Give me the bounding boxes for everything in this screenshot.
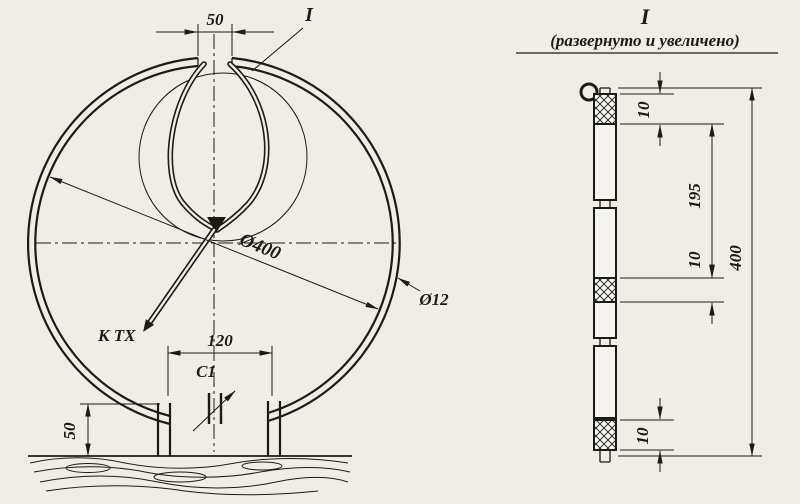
dim-overall-400: 400 — [726, 87, 755, 457]
loop-diameter-label: Ø400 — [236, 229, 284, 265]
tube-diameter-label: Ø12 — [418, 290, 449, 309]
centerlines — [36, 34, 398, 452]
tube-segment — [593, 301, 617, 339]
hook-eyelet — [579, 82, 599, 102]
detail-callout-label: I — [304, 4, 314, 26]
ground-texture — [28, 455, 352, 496]
hatched-sleeve-top — [593, 93, 617, 125]
capacitor-symbol — [192, 390, 236, 432]
tube-diameter-callout: Ø12 — [397, 277, 449, 309]
detail-region-circle — [138, 72, 308, 242]
dim-top-10-label: 10 — [634, 101, 653, 119]
dim-middle-10-label: 10 — [685, 251, 704, 269]
stand-height-dimension: 50 — [60, 403, 160, 457]
detail-title: I (развернуто и увеличено) — [516, 4, 778, 54]
dim-top-10: 10 — [634, 72, 663, 146]
capacitor-label: C1 — [196, 362, 216, 381]
detail-callout: I — [251, 4, 314, 72]
base-span-dimension: 120 — [167, 331, 273, 396]
dim-middle-10: 10 — [685, 251, 715, 324]
feeder-line — [143, 227, 217, 332]
gap-dimension: 50 — [156, 10, 274, 56]
extension-lines — [618, 87, 762, 457]
detail-view: I (развернуто и увеличено) — [516, 4, 778, 472]
dim-195-label: 195 — [685, 183, 704, 209]
detail-title-caption: (развернуто и увеличено) — [550, 31, 739, 50]
base-span-label: 120 — [207, 331, 233, 350]
stand-height-label: 50 — [60, 422, 79, 440]
coupling-loop — [167, 61, 270, 233]
tube-segment — [593, 207, 617, 279]
dim-195: 195 — [685, 123, 715, 279]
dim-overall-400-label: 400 — [726, 245, 745, 272]
dim-bottom-10-label: 10 — [633, 427, 652, 445]
support-posts — [156, 401, 282, 456]
detail-title-ref: I — [640, 4, 651, 29]
feeder-label: К ТХ — [97, 326, 136, 345]
hatched-sleeve-middle — [593, 277, 617, 303]
left-view: К ТХ 50 I Ø400 Ø12 120 — [27, 4, 449, 496]
main-loop-tube — [27, 56, 401, 426]
hatched-sleeve-bottom — [593, 419, 617, 451]
dim-bottom-10: 10 — [633, 398, 663, 472]
gap-dimension-label: 50 — [207, 10, 225, 29]
tube-segments — [593, 93, 617, 451]
tube-segment — [593, 123, 617, 201]
tube-segment — [593, 345, 617, 419]
